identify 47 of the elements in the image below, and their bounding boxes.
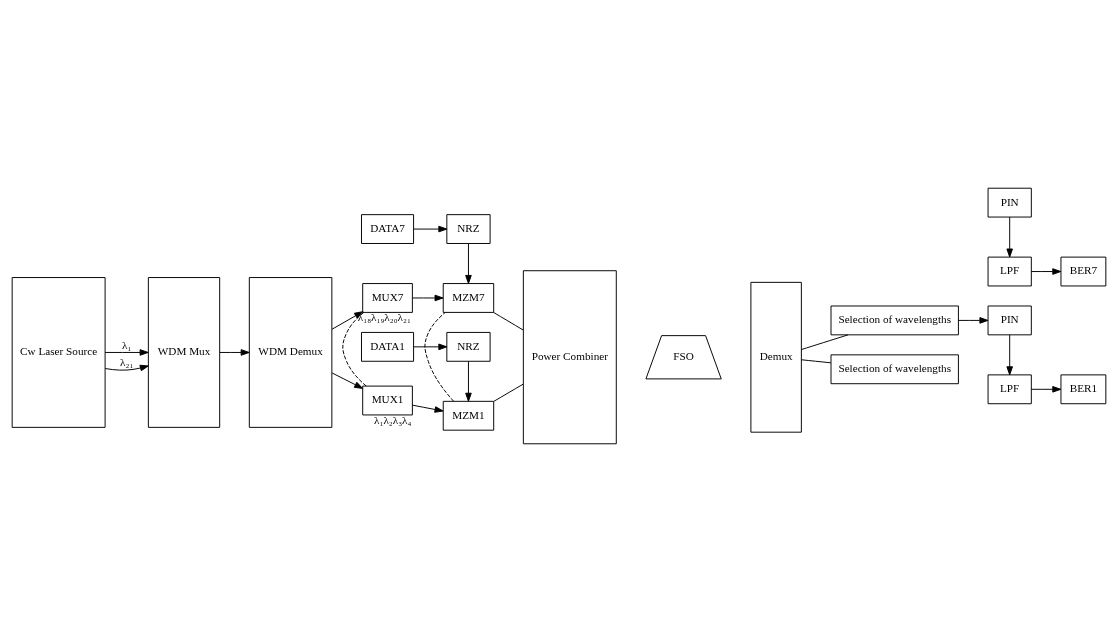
connector — [342, 311, 367, 387]
arrow — [465, 243, 472, 284]
node-box: NRZ — [446, 214, 491, 244]
arrow — [1030, 386, 1062, 393]
node-box: MUX1 — [362, 385, 413, 416]
node-box: NRZ — [446, 331, 491, 362]
connector — [424, 312, 455, 402]
node-box: WDM Mux — [147, 277, 221, 428]
node-box: MUX7 — [362, 283, 413, 313]
arrow — [465, 360, 472, 402]
arrow — [331, 372, 364, 389]
node-box: DATA1 — [361, 331, 415, 362]
node-box: Selection of wavelengths — [830, 354, 959, 385]
node-box: BER1 — [1060, 374, 1107, 405]
arrow — [1006, 334, 1013, 376]
node-box: MZM7 — [442, 283, 495, 313]
arrow — [331, 311, 364, 330]
connector — [801, 334, 849, 351]
node-box: BER7 — [1060, 256, 1107, 287]
arrow — [412, 294, 444, 302]
node-box: Selection of wavelengths — [830, 305, 959, 336]
node-box: Demux — [750, 281, 802, 433]
node-box: MZM1 — [442, 400, 495, 431]
arrow — [219, 349, 250, 356]
node-box: Cw Laser Source — [11, 277, 106, 428]
arrow — [1030, 268, 1062, 275]
connector — [493, 383, 524, 402]
arrow — [412, 404, 444, 413]
node-box: LPF — [987, 256, 1032, 287]
node-box: WDM Demux — [248, 277, 333, 428]
arrow — [413, 343, 448, 351]
arrow — [1006, 216, 1013, 258]
arrow — [413, 225, 448, 233]
edge-label: λ₂₁ — [120, 356, 134, 369]
node-box: DATA7 — [361, 214, 415, 244]
node-label: λ₁₈λ₁₉λ₂₀λ₂₁ — [357, 311, 411, 324]
node-box: Power Combiner — [522, 270, 617, 445]
connector — [493, 312, 524, 331]
node-box: PIN — [987, 187, 1032, 218]
arrow — [104, 349, 149, 356]
node-label: λ₁λ₂λ₃λ₄ — [374, 413, 412, 426]
arrow — [104, 364, 149, 372]
connector — [801, 359, 832, 364]
arrow — [958, 317, 989, 324]
node-box: LPF — [987, 374, 1032, 405]
edge-label: λ₁ — [122, 339, 132, 352]
node-box: PIN — [987, 305, 1032, 336]
